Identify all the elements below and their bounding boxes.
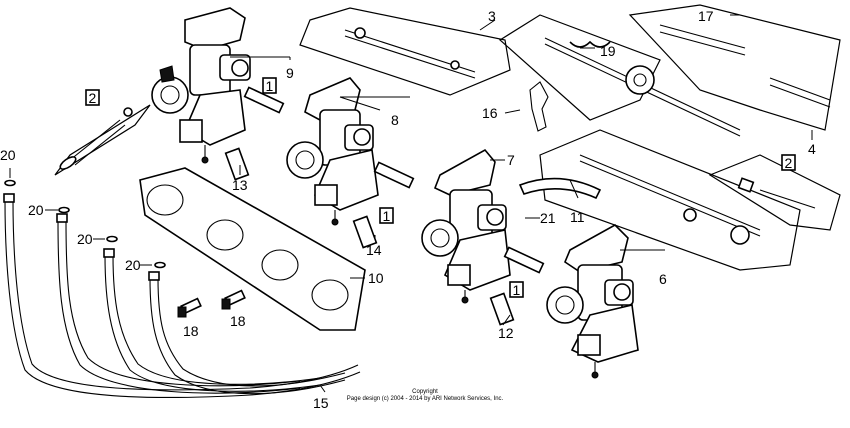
copyright-line-2: Page design (c) 2004 - 2014 by ARI Netwo… xyxy=(347,396,504,402)
callout-2a: 2 xyxy=(89,90,97,106)
copyright-line-1: Copyright xyxy=(412,389,438,395)
callout-19: 19 xyxy=(600,43,616,59)
kit-6-tray xyxy=(539,129,801,271)
callout-9: 9 xyxy=(286,65,294,81)
kit-3-tray xyxy=(299,7,511,96)
screw-kit-2-left xyxy=(54,104,151,176)
callout-labels: 1 1 1 2 2 3 4 6 7 8 9 10 11 12 13 14 15 … xyxy=(0,8,816,411)
boxed-callouts xyxy=(85,77,796,298)
leader-lines xyxy=(9,14,813,393)
callout-20d: 20 xyxy=(125,257,141,273)
callout-18a: 18 xyxy=(183,323,199,339)
callout-12: 12 xyxy=(498,325,514,341)
callout-16: 16 xyxy=(482,105,498,121)
callout-17: 17 xyxy=(698,8,714,24)
callout-20b: 20 xyxy=(28,202,44,218)
callout-7: 7 xyxy=(507,152,515,168)
callout-21: 21 xyxy=(540,210,556,226)
callout-1b: 1 xyxy=(383,208,391,224)
callout-13: 13 xyxy=(232,177,248,193)
callout-8: 8 xyxy=(391,112,399,128)
kit-4-tray xyxy=(628,4,841,131)
carburetor-2 xyxy=(286,77,379,226)
callout-10: 10 xyxy=(368,270,384,286)
bolts-18 xyxy=(177,289,246,318)
callout-1c: 1 xyxy=(513,282,521,298)
callout-box-1a xyxy=(262,77,277,94)
vent-tubes xyxy=(3,193,361,399)
carburetor-1 xyxy=(151,7,251,164)
carburetor-3 xyxy=(421,148,511,304)
callout-20c: 20 xyxy=(77,231,93,247)
carburetor-4 xyxy=(546,224,639,379)
callout-15: 15 xyxy=(313,395,329,411)
callout-3: 3 xyxy=(488,8,496,24)
callout-6: 6 xyxy=(659,271,667,287)
linkage-parts xyxy=(344,24,831,245)
callout-4: 4 xyxy=(808,141,816,157)
callout-box-2a xyxy=(85,89,100,106)
callout-box-2b xyxy=(781,154,796,171)
callout-18b: 18 xyxy=(230,313,246,329)
washers-20 xyxy=(4,179,166,269)
kit-2-tray xyxy=(708,154,841,231)
callout-20a: 20 xyxy=(0,147,16,163)
callout-11: 11 xyxy=(570,209,585,225)
callout-box-1c xyxy=(509,281,524,298)
intake-manifold-plate xyxy=(139,167,366,331)
callout-2b: 2 xyxy=(785,155,793,171)
callout-14: 14 xyxy=(366,242,382,258)
copyright-notice: Copyright Page design (c) 2004 - 2014 by… xyxy=(347,389,504,402)
callout-1a: 1 xyxy=(266,78,274,94)
callout-box-1b xyxy=(379,207,394,224)
spacer-sleeves xyxy=(224,86,545,326)
